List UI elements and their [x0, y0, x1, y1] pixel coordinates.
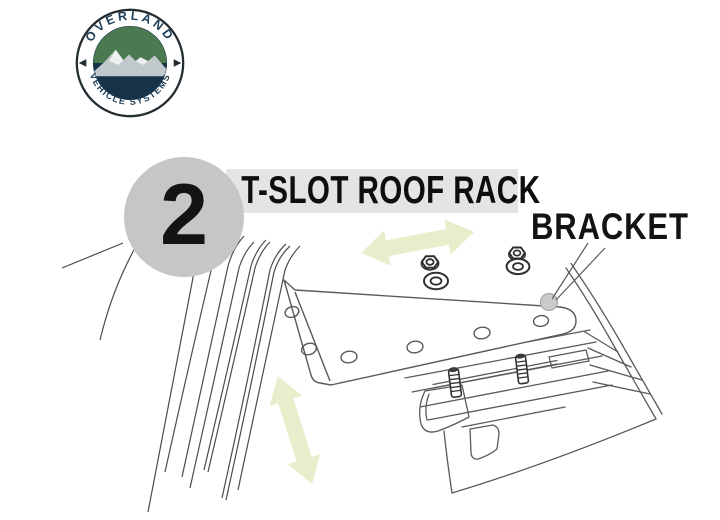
roof-rib [592, 381, 651, 395]
mountain-snow [135, 57, 149, 65]
roof-rib [584, 331, 619, 353]
washer-icon [505, 257, 531, 276]
washer-icon [423, 271, 449, 291]
bracket-hole [340, 350, 358, 364]
step-number-badge: 2 [124, 157, 244, 277]
title-banner: T-SLOT ROOF RACK [226, 169, 540, 213]
ring-arrow-right-icon [173, 59, 182, 67]
leader-lines [551, 242, 606, 301]
bracket-hole [473, 326, 491, 340]
threaded-stud-icon [447, 367, 463, 399]
rail-line [461, 406, 566, 428]
page-title: T-SLOT ROOF RACK [241, 169, 541, 212]
rail-end-cap-line [425, 393, 430, 421]
mountain-snow [109, 49, 124, 65]
arrow-top [361, 219, 474, 266]
bracket-hole [284, 305, 300, 319]
threaded-stud-icon [514, 353, 530, 385]
overland-vehicle-systems-logo: OVERLAND VEHICLE SYSTEMS [75, 8, 185, 118]
bracket-hole [532, 314, 550, 328]
brand-logo: OVERLAND VEHICLE SYSTEMS [73, 6, 187, 120]
logo-sky [93, 26, 167, 63]
hex-nut-icon [420, 255, 440, 271]
rail-line [419, 370, 609, 408]
roof-rail-drawing [399, 262, 663, 494]
rail-end-cap [419, 384, 470, 433]
vehicle-pillar-lines [61, 225, 301, 513]
rail-line [404, 341, 597, 379]
rail-line [427, 384, 613, 421]
slot-end [548, 349, 590, 369]
bracket-label: BRACKET [531, 206, 689, 247]
direction-arrow-icon [269, 219, 474, 484]
roof-rib [589, 364, 643, 381]
mounting-bracket-drawing [283, 279, 577, 386]
bracket-hole [300, 342, 318, 356]
step-number: 2 [160, 167, 208, 263]
pivot-dot [540, 293, 558, 311]
bracket-bend-line [294, 291, 331, 382]
roof-edge-lines [443, 262, 663, 494]
ring-arrow-left-icon [78, 59, 87, 67]
arrow-left [269, 376, 321, 484]
bracket-hole [406, 340, 424, 354]
rail-foot-tab [469, 424, 500, 460]
